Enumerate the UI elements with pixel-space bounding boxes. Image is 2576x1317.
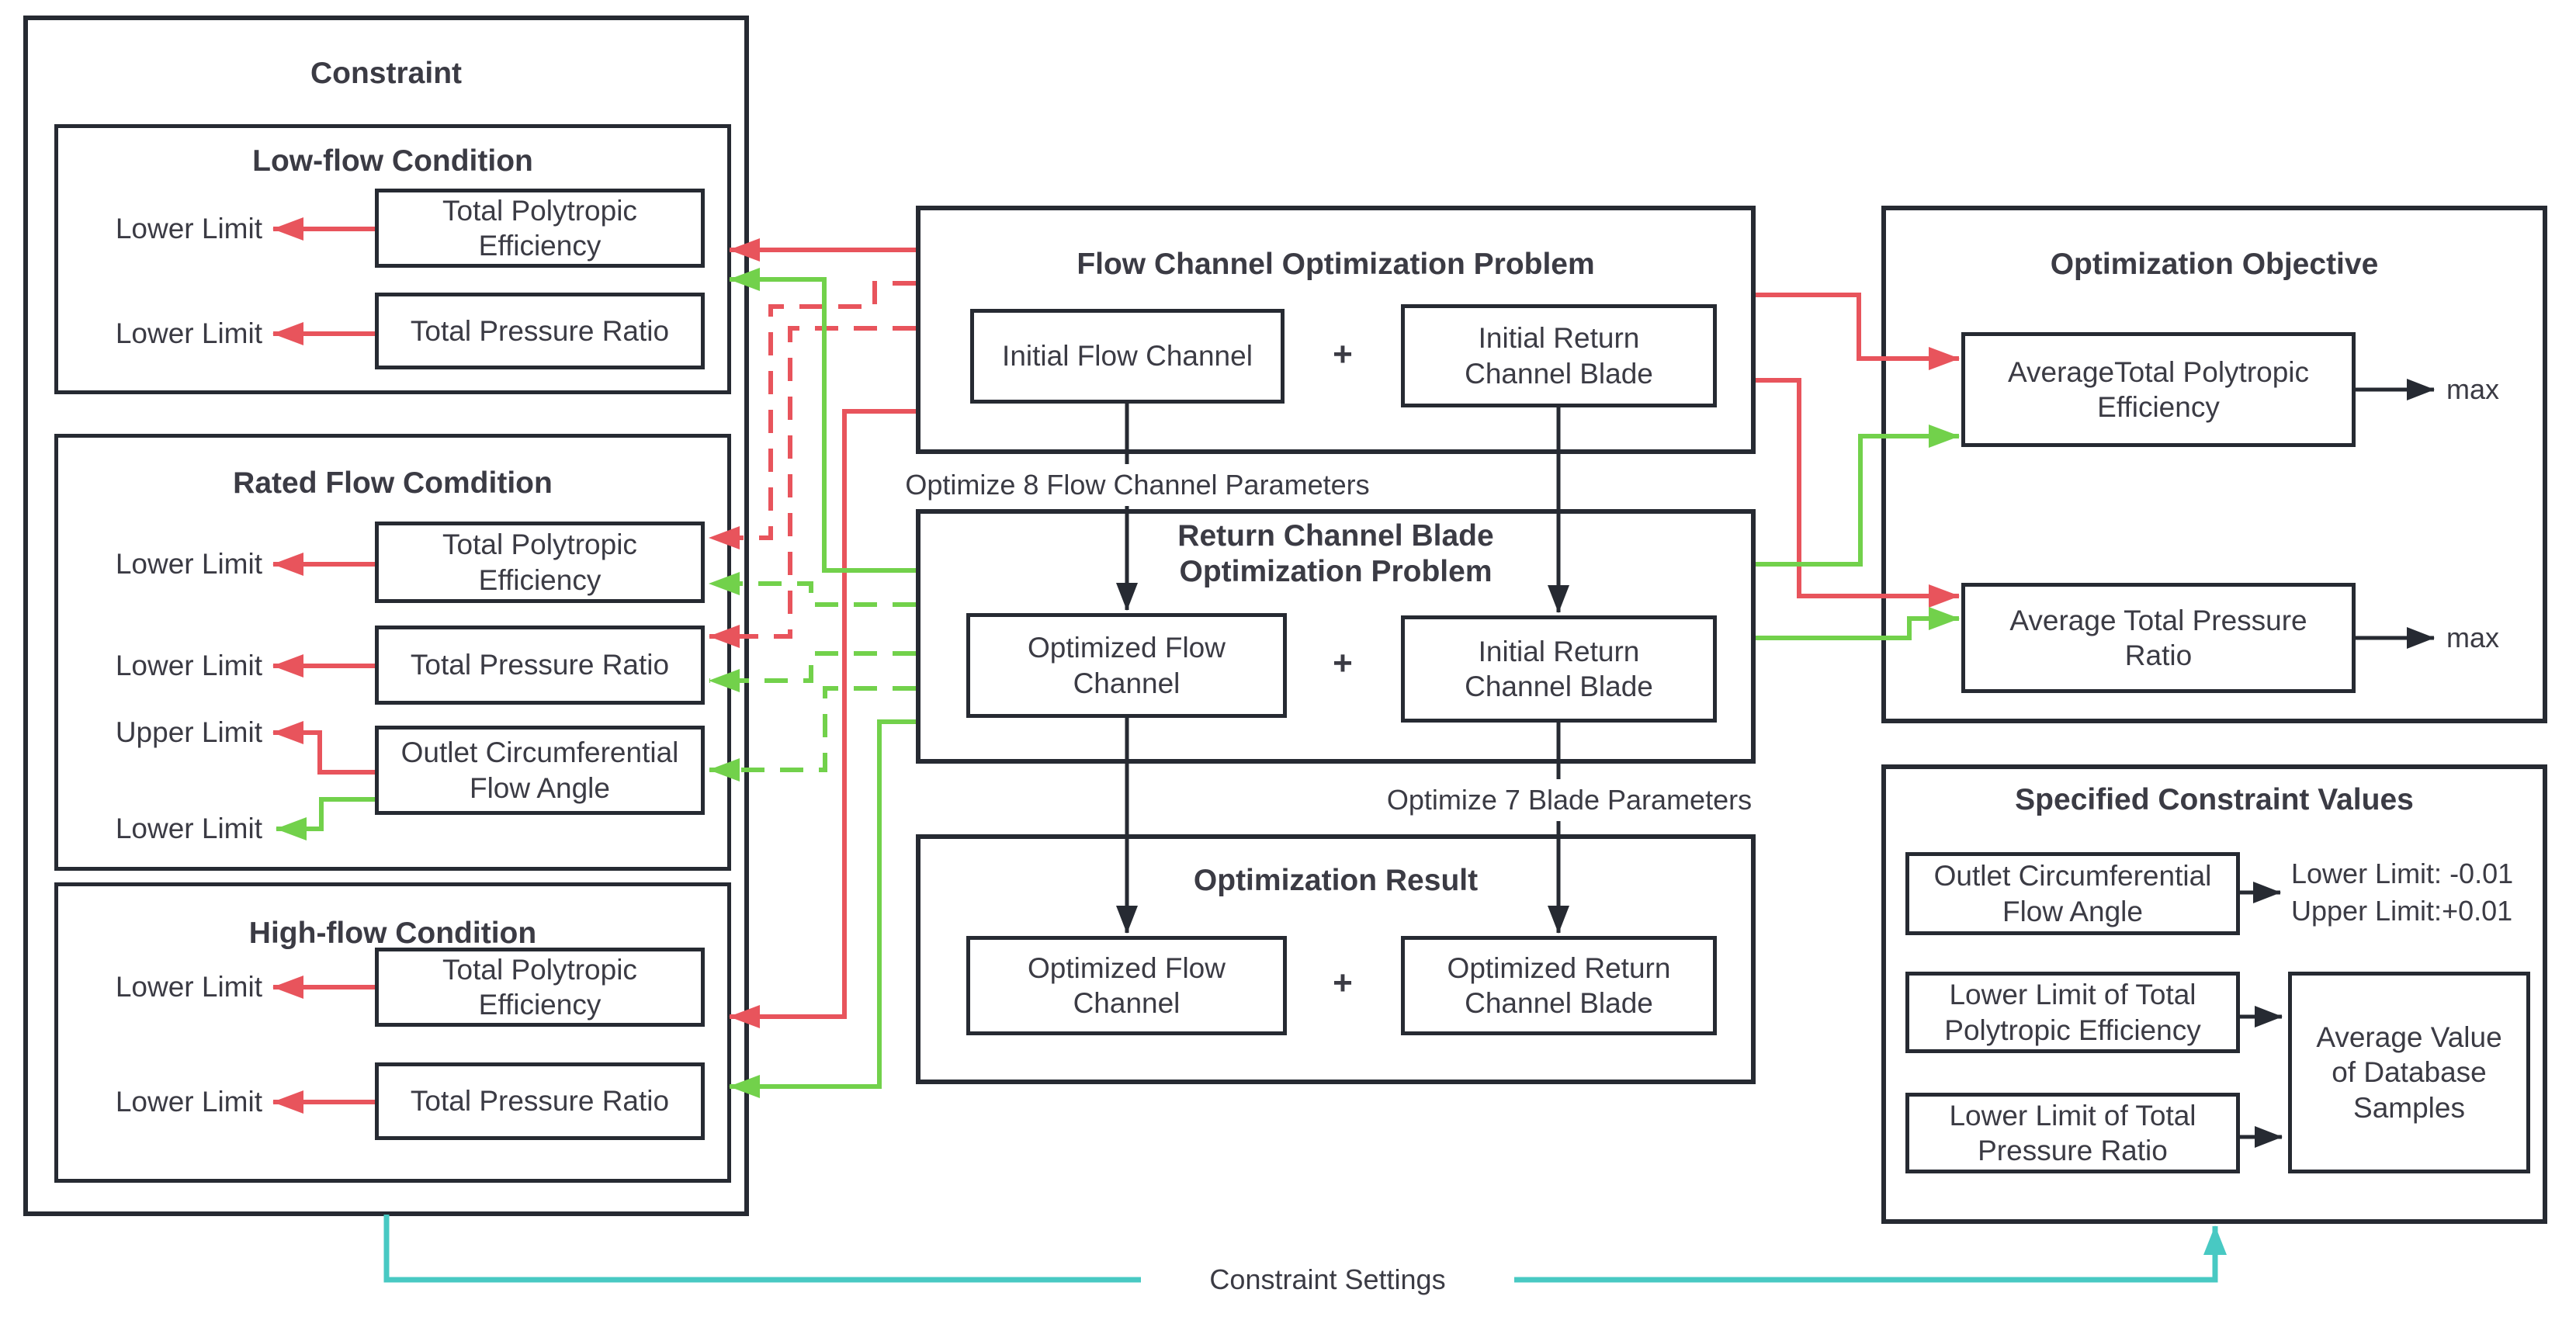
rated-polytropic-efficiency-box: Total Polytropic Efficiency [375,522,705,603]
rated-flow-title: Rated Flow Comdition [233,466,553,500]
scv-average-database-box: Average Value of Database Samples [2288,972,2530,1173]
scv-angle-limit-values: Lower Limit: -0.01 Upper Limit:+0.01 [2291,858,2514,927]
wire-flow-problem-to-highflow [729,409,916,1028]
rated-angle-upper-limit-label: Upper Limit [115,716,262,748]
specified-constraint-values-title: Specified Constraint Values [2015,783,2414,816]
initial-return-blade-box-1: Initial Return Channel Blade [1401,304,1717,407]
initial-return-blade-box-2: Initial Return Channel Blade [1401,615,1717,723]
wire-blade-problem-to-highflow [729,719,916,1098]
lowflow-polytropic-efficiency-box: Total Polytropic Efficiency [375,189,705,268]
max-label-pressure: max [2446,622,2500,653]
rated-pressure-ratio-box: Total Pressure Ratio [375,626,705,705]
max-label-efficiency: max [2446,373,2500,405]
average-polytropic-efficiency-box: AverageTotal Polytropic Efficiency [1961,332,2356,447]
highflow-pressure-limit-label: Lower Limit [115,1086,262,1118]
lowflow-pressure-ratio-box: Total Pressure Ratio [375,293,705,369]
scv-lower-limit-pressure-box: Lower Limit of Total Pressure Ratio [1905,1093,2240,1173]
optimized-return-blade-box: Optimized Return Channel Blade [1401,936,1717,1035]
highflow-pressure-ratio-box: Total Pressure Ratio [375,1062,705,1140]
return-blade-problem-title: Return Channel Blade Optimization Proble… [1177,519,1494,589]
highflow-efficiency-limit-label: Lower Limit [115,971,262,1003]
highflow-polytropic-efficiency-box: Total Polytropic Efficiency [375,948,705,1027]
wire-blade-problem-to-lowflow [729,268,916,573]
initial-flow-channel-box: Initial Flow Channel [970,309,1285,404]
optimization-objective-title: Optimization Objective [2050,248,2379,281]
plus-sign-3: + [1333,964,1353,1002]
lowflow-pressure-limit-label: Lower Limit [115,317,262,349]
scv-outlet-flow-angle-box: Outlet Circumferential Flow Angle [1905,852,2240,935]
low-flow-title: Low-flow Condition [252,144,533,178]
optimize-8-parameters-label: Optimize 8 Flow Channel Parameters [889,464,1386,506]
rated-efficiency-limit-label: Lower Limit [115,548,262,580]
average-pressure-ratio-box: Average Total Pressure Ratio [1961,583,2356,693]
lowflow-efficiency-limit-label: Lower Limit [115,213,262,244]
constraint-settings-label: Constraint Settings [1141,1259,1514,1301]
optimization-result-title: Optimization Result [1193,864,1479,897]
rated-angle-lower-limit-label: Lower Limit [115,813,262,844]
high-flow-title: High-flow Condition [248,917,537,950]
optimized-flow-channel-box-1: Optimized Flow Channel [966,613,1287,718]
optimized-flow-channel-box-2: Optimized Flow Channel [966,936,1287,1035]
rated-outlet-flow-angle-box: Outlet Circumferential Flow Angle [375,726,705,815]
scv-lower-limit-efficiency-box: Lower Limit of Total Polytropic Efficien… [1905,972,2240,1053]
plus-sign-1: + [1333,335,1353,373]
constraint-title: Constraint [310,57,462,90]
optimize-7-parameters-label: Optimize 7 Blade Parameters [1372,779,1766,821]
rated-pressure-limit-label: Lower Limit [115,650,262,681]
flow-channel-problem-title: Flow Channel Optimization Problem [1077,248,1595,281]
plus-sign-2: + [1333,644,1353,682]
